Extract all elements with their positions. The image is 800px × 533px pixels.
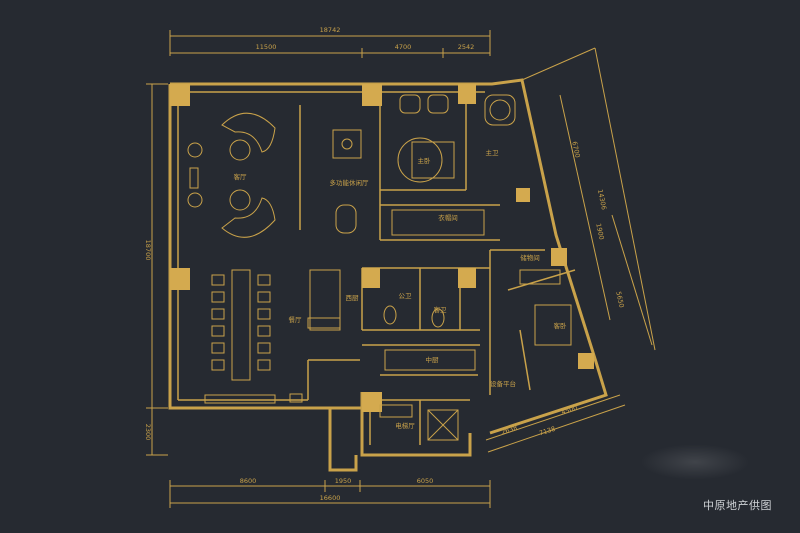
dim-wing-1: 2638 <box>500 424 518 437</box>
dim-right-2: 14306 <box>596 189 608 211</box>
room-closet: 衣帽间 <box>438 213 458 222</box>
room-guest-bath: 客卫 <box>434 305 448 314</box>
room-public-bath: 公卫 <box>399 292 413 300</box>
room-dining: 餐厅 <box>289 315 303 324</box>
dim-bottom-seg-1: 8600 <box>240 477 257 485</box>
room-guest-bed: 客卧 <box>554 321 568 330</box>
dim-top-seg-2: 4700 <box>395 43 412 51</box>
dim-bottom-seg-3: 6050 <box>417 477 434 485</box>
dim-bottom-total: 16600 <box>320 494 341 502</box>
dim-wing-2: 4500 <box>560 404 578 417</box>
room-equipment: 设备平台 <box>490 379 516 388</box>
room-chinese-kitchen: 中厨 <box>426 355 440 364</box>
dim-right-1: 6700 <box>570 141 581 159</box>
dim-wing-3: 7138 <box>538 425 556 438</box>
room-storage: 储物间 <box>520 253 540 262</box>
room-master-bed: 主卧 <box>418 156 432 165</box>
dim-right-4: 5650 <box>614 291 625 309</box>
room-elevator-hall: 电梯厅 <box>395 421 415 430</box>
dim-top-seg-1: 11500 <box>256 43 277 51</box>
watermark-blur <box>640 444 750 480</box>
room-living: 客厅 <box>234 172 248 181</box>
dim-top-total: 18742 <box>320 26 341 34</box>
room-master-bath: 主卫 <box>486 148 500 157</box>
dim-left-bottom: 2300 <box>144 424 152 441</box>
dim-left-main: 18700 <box>144 240 152 261</box>
dim-top-seg-3: 2542 <box>458 43 475 51</box>
room-western-kitchen: 西厨 <box>346 294 360 302</box>
dim-right-3: 1900 <box>594 223 605 241</box>
image-credit: 中原地产供图 <box>703 499 772 512</box>
room-multi: 多功能休闲厅 <box>330 178 370 187</box>
dim-bottom-seg-2: 1950 <box>335 477 352 485</box>
